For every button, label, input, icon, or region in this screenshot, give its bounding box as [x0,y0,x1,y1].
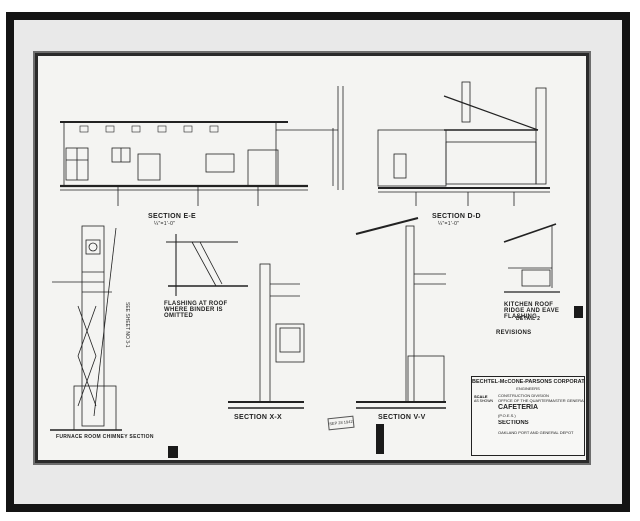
flashing-detail-label: FLASHING AT ROOF WHERE BINDER IS OMITTED [164,301,228,319]
title-block-scale-label: SCALE [474,394,488,399]
section-vv-label: SECTION V-V [378,414,426,421]
title-block-pos: (P.O.E.S.) [498,413,516,418]
detail-label: DETAIL 2 [516,316,541,322]
chimney-section-label: FURNACE ROOM CHIMNEY SECTION [56,434,154,440]
blueprint-sheet: SECTION E-E ¼"=1'-0" SECTION D-D ¼"=1'-0… [38,56,586,460]
kitchen-note-label: KITCHEN ROOF RIDGE AND EAVE FLASHING [504,302,560,320]
section-dd-outline [377,129,447,187]
revisions-label: REVISIONS [496,330,532,336]
title-block-engineers: ENGINEERS [516,386,540,391]
chimney-stack [81,225,105,427]
section-xx-wall [259,263,271,403]
title-block-division: CONSTRUCTION DIVISION [498,393,549,398]
title-block-building: CAFETERIA [498,404,539,411]
section-xx-label: SECTION X-X [234,414,283,421]
section-ee-label: SECTION E-E [148,213,197,220]
see-sheet-note: SEE SHEET NO 3-1 [124,302,130,348]
section-ee-scale: ¼"=1'-0" [154,221,176,227]
title-block-location: OAKLAND PORT AND GENERAL DEPOT [498,430,574,435]
section-dd-label: SECTION D-D [432,213,481,220]
title-block-drawing: SECTIONS [498,420,529,426]
section-ee-outline [63,121,277,187]
title-block-scale-value: AS SHOWN [474,399,494,403]
title-block-corporation: BECHTEL-McCONE-PARSONS CORPORATION [472,379,584,385]
section-vv-wall [405,225,415,403]
title-block: BECHTEL-McCONE-PARSONS CORPORATION ENGIN… [471,376,585,456]
section-dd-scale: ¼"=1'-0" [438,221,460,227]
blueprint-drawing [50,81,583,458]
title-block-office: OFFICE OF THE QUARTERMASTER GENERAL [498,398,584,403]
